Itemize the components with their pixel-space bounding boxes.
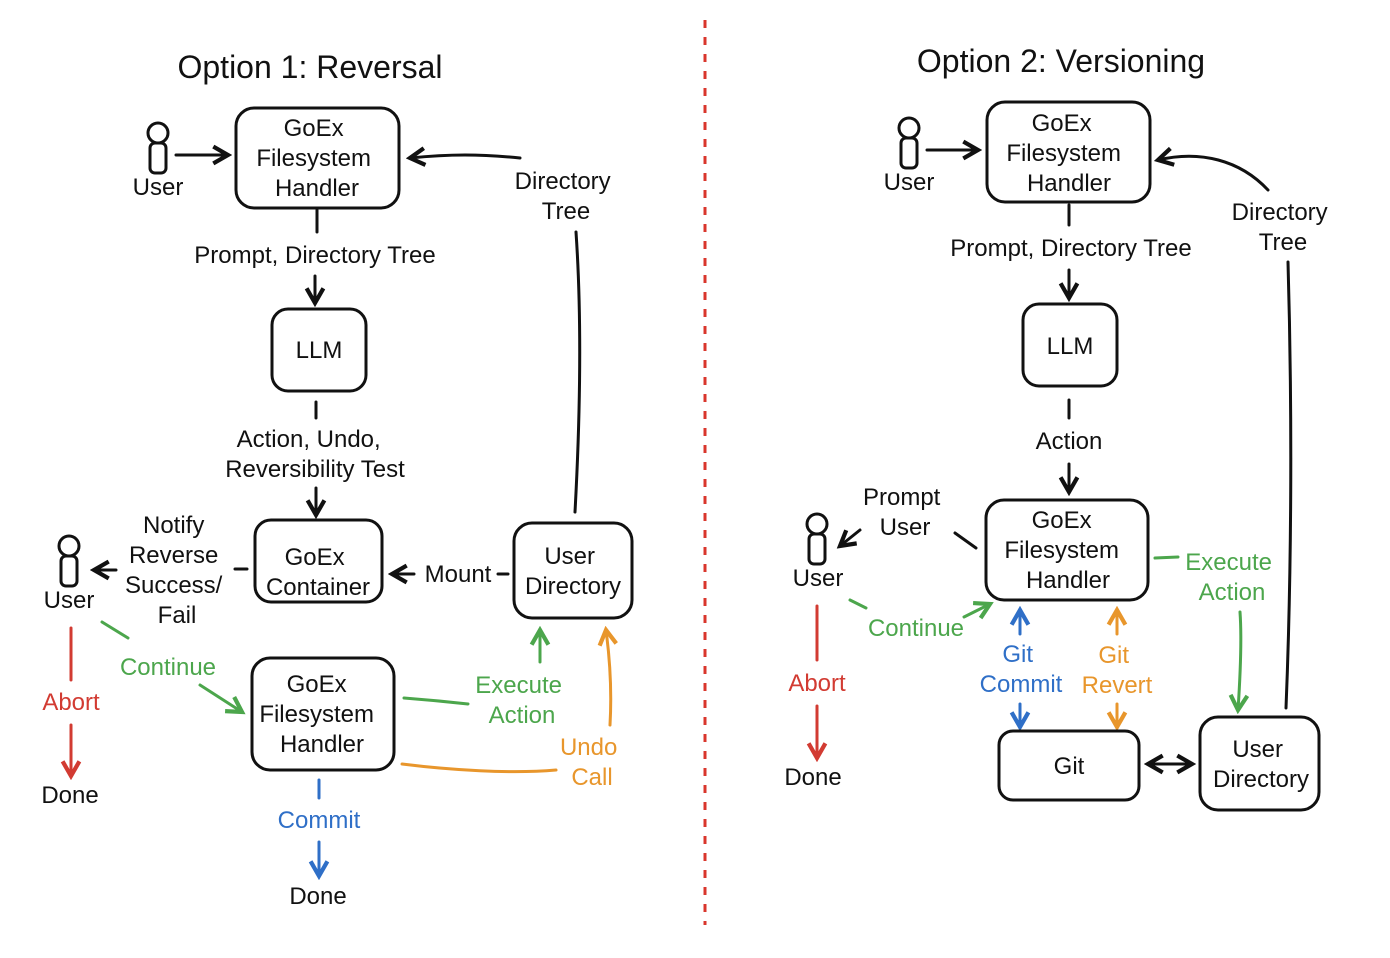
directory-tree-arrow-head [410,155,522,158]
commit-label: Commit [278,807,361,834]
filesystem-handler-label: GoEx Filesystem Handler [256,115,377,202]
user-label: User [793,565,844,592]
user-directory-label: User Directory [525,543,621,600]
undo-call-arrow [606,630,611,727]
done-label: Done [289,883,346,910]
prompt-user-tick [953,531,978,550]
undo-call-line [400,762,558,774]
git-label: Git [1054,753,1085,780]
llm-box [1021,302,1119,388]
filesystem-handler-box [234,106,401,210]
undo-call-label: Undo Call [560,734,624,791]
user-directory-box [512,521,634,620]
prompt-label: Prompt, Directory Tree [194,242,435,269]
option-1-title: Option 1: Reversal [177,49,442,85]
user-icon [146,121,170,175]
action-label: Action [1036,428,1103,455]
done-label: Done [784,764,841,791]
execute-action-label: Execute Action [1185,549,1278,606]
directory-tree-label: Directory Tree [515,168,618,225]
user-icon [897,116,921,170]
continue-label: Continue [868,615,964,642]
filesystem-handler-label: GoEx Filesystem Handler [1006,110,1127,197]
filesystem-handler-box [985,100,1152,204]
action-undo-label: Action, Undo, Reversibility Test [225,426,405,483]
continue-arrow-head [198,683,242,712]
directory-tree-line [1284,260,1293,710]
llm-label: LLM [1047,333,1094,360]
continue-label: Continue [120,654,216,681]
execute-action-arrow [1238,610,1241,710]
user-icon [57,534,81,588]
user-directory-label: User Directory [1213,736,1309,793]
done-label: Done [41,782,98,809]
llm-label: LLM [296,337,343,364]
user-label: User [44,587,95,614]
continue-line [848,598,868,610]
execute-action-line [402,696,470,706]
continue-arrow [100,620,130,640]
llm-box [270,307,368,393]
user-directory-box [1198,715,1321,812]
filesystem-handler-box [250,656,396,772]
user-label: User [133,174,184,201]
prompt-user-arrow [840,528,862,546]
git-revert-label: Git Revert [1082,642,1153,699]
notify-label: Notify Reverse Success/ Fail [125,512,229,629]
user-label: User [884,169,935,196]
continue-arrow [962,604,990,617]
directory-tree-arrow [1158,156,1270,192]
mount-label: Mount [425,561,492,588]
prompt-label: Prompt, Directory Tree [950,235,1191,262]
filesystem-handler-box [984,498,1150,602]
option-2-versioning: Option 2: Versioning User GoEx Filesyste… [784,43,1335,812]
goex-container-label: GoEx Container [266,544,370,601]
user-icon [805,512,829,566]
filesystem-handler-label: GoEx Filesystem Handler [1004,507,1125,594]
abort-label: Abort [788,670,846,697]
option-2-title: Option 2: Versioning [917,43,1205,79]
execute-action-tick [1153,555,1180,560]
abort-label: Abort [42,689,100,716]
option-1-reversal: Option 1: Reversal User GoEx Filesystem … [41,49,634,910]
directory-tree-label: Directory Tree [1232,199,1335,256]
execute-action-label: Execute Action [475,672,568,729]
goex-container-box [253,518,384,604]
filesystem-handler-label: GoEx Filesystem Handler [259,671,380,758]
git-commit-label: Git Commit [980,641,1063,698]
git-box [997,729,1141,802]
directory-tree-arrow [573,230,582,514]
prompt-user-label: Prompt User [863,484,947,541]
